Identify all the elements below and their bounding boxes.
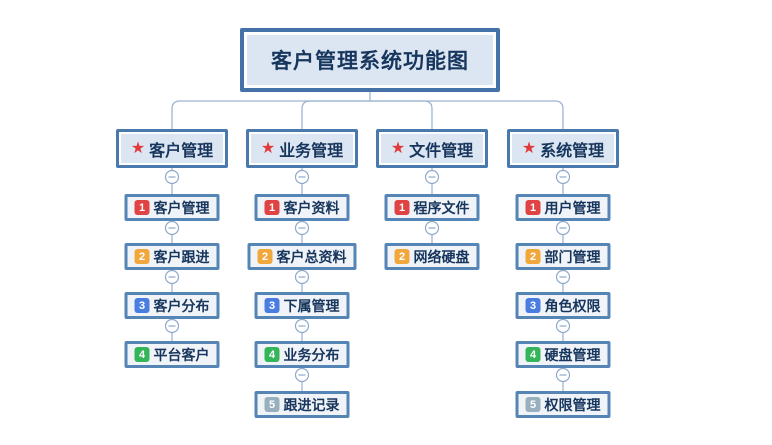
star-icon: ★ (390, 139, 406, 157)
leaf-label: 客户总资料 (276, 248, 347, 265)
leaf-label: 客户跟进 (153, 248, 210, 265)
leaf-label: 网络硬盘 (413, 248, 470, 265)
leaf-label: 下属管理 (283, 297, 340, 314)
connector-line (370, 100, 564, 129)
leaf-node[interactable]: 2 网络硬盘 (384, 243, 480, 270)
branch-customer-management[interactable]: ★ 客户管理 (116, 129, 228, 168)
number-badge: 4 (264, 347, 280, 362)
leaf-label: 客户管理 (153, 199, 210, 216)
leaf-node[interactable]: 3 角色权限 (515, 292, 611, 319)
number-badge: 3 (134, 298, 150, 313)
number-badge: 2 (525, 249, 541, 264)
leaf-node[interactable]: 4 业务分布 (254, 341, 350, 368)
collapse-toggle-icon[interactable] (164, 318, 180, 334)
leaf-node[interactable]: 4 硬盘管理 (515, 341, 611, 368)
number-badge: 2 (134, 249, 150, 264)
collapse-toggle-icon[interactable] (164, 169, 180, 185)
collapse-toggle-icon[interactable] (164, 269, 180, 285)
leaf-node[interactable]: 5 权限管理 (515, 391, 611, 418)
collapse-toggle-icon[interactable] (294, 220, 310, 236)
number-badge: 5 (525, 397, 541, 412)
leaf-node[interactable]: 4 平台客户 (124, 341, 220, 368)
star-icon: ★ (260, 139, 276, 157)
connector-line (370, 100, 433, 129)
number-badge: 1 (525, 200, 541, 215)
leaf-node[interactable]: 1 客户资料 (254, 194, 350, 221)
leaf-node[interactable]: 2 客户总资料 (247, 243, 357, 270)
number-badge: 3 (525, 298, 541, 313)
leaf-label: 跟进记录 (283, 396, 340, 413)
number-badge: 2 (394, 249, 410, 264)
collapse-toggle-icon[interactable] (294, 169, 310, 185)
leaf-node[interactable]: 1 程序文件 (384, 194, 480, 221)
collapse-toggle-icon[interactable] (294, 269, 310, 285)
leaf-node[interactable]: 3 下属管理 (254, 292, 350, 319)
number-badge: 5 (264, 397, 280, 412)
branch-file-management[interactable]: ★ 文件管理 (376, 129, 488, 168)
collapse-toggle-icon[interactable] (555, 269, 571, 285)
connector-line (171, 100, 370, 129)
leaf-label: 程序文件 (413, 199, 470, 216)
leaf-label: 客户资料 (283, 199, 340, 216)
leaf-label: 用户管理 (544, 199, 601, 216)
leaf-label: 硬盘管理 (544, 346, 601, 363)
number-badge: 1 (134, 200, 150, 215)
leaf-label: 平台客户 (153, 346, 210, 363)
leaf-label: 角色权限 (544, 297, 601, 314)
collapse-toggle-icon[interactable] (424, 220, 440, 236)
leaf-node[interactable]: 3 客户分布 (124, 292, 220, 319)
collapse-toggle-icon[interactable] (294, 318, 310, 334)
collapse-toggle-icon[interactable] (424, 169, 440, 185)
star-icon: ★ (521, 139, 537, 157)
collapse-toggle-icon[interactable] (294, 367, 310, 383)
collapse-toggle-icon[interactable] (555, 367, 571, 383)
branch-label: 客户管理 (149, 142, 214, 160)
branch-label: 文件管理 (409, 142, 474, 160)
leaf-node[interactable]: 2 客户跟进 (124, 243, 220, 270)
number-badge: 4 (134, 347, 150, 362)
root-node[interactable]: 客户管理系统功能图 (240, 28, 500, 92)
branch-system-management[interactable]: ★ 系统管理 (507, 129, 619, 168)
leaf-label: 权限管理 (544, 396, 601, 413)
leaf-label: 客户分布 (153, 297, 210, 314)
leaf-node[interactable]: 1 客户管理 (124, 194, 220, 221)
collapse-toggle-icon[interactable] (164, 220, 180, 236)
number-badge: 3 (264, 298, 280, 313)
branch-label: 系统管理 (540, 142, 605, 160)
leaf-node[interactable]: 5 跟进记录 (254, 391, 350, 418)
leaf-label: 业务分布 (283, 346, 340, 363)
collapse-toggle-icon[interactable] (555, 318, 571, 334)
number-badge: 1 (264, 200, 280, 215)
connector-line (301, 100, 370, 129)
leaf-node[interactable]: 2 部门管理 (515, 243, 611, 270)
branch-label: 业务管理 (279, 142, 344, 160)
collapse-toggle-icon[interactable] (555, 169, 571, 185)
branch-business-management[interactable]: ★ 业务管理 (246, 129, 358, 168)
star-icon: ★ (130, 139, 146, 157)
leaf-node[interactable]: 1 用户管理 (515, 194, 611, 221)
number-badge: 1 (394, 200, 410, 215)
number-badge: 4 (525, 347, 541, 362)
leaf-label: 部门管理 (544, 248, 601, 265)
collapse-toggle-icon[interactable] (555, 220, 571, 236)
root-node-label: 客户管理系统功能图 (271, 50, 469, 73)
number-badge: 2 (257, 249, 273, 264)
